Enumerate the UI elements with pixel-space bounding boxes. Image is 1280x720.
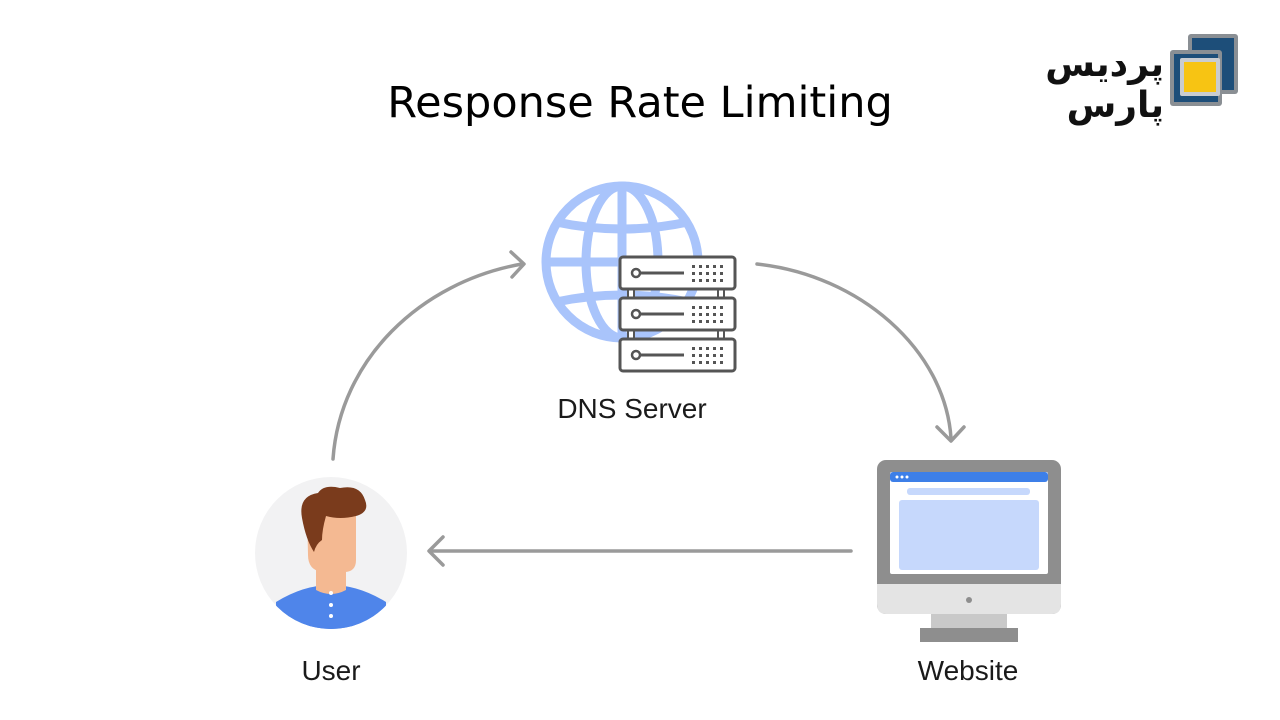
vent-dot (699, 306, 702, 309)
vent-dot (720, 265, 723, 268)
vent-dot (706, 313, 709, 316)
vent-dot (692, 313, 695, 316)
vent-dot (713, 279, 716, 282)
vent-dot (692, 279, 695, 282)
vent-dot (713, 313, 716, 316)
vent-dot (720, 306, 723, 309)
browser-content (899, 500, 1039, 570)
server-unit (618, 337, 737, 373)
arrow-website-to-user (427, 535, 853, 567)
vent-dot (713, 361, 716, 364)
vent-dot (699, 320, 702, 323)
vent-dot (692, 272, 695, 275)
vent-dot (692, 265, 695, 268)
vent-dot (699, 272, 702, 275)
vent-dot (699, 354, 702, 357)
brand-logo: پردیس پارس (948, 30, 1243, 126)
vent-dot (692, 347, 695, 350)
page-title: Response Rate Limiting (387, 78, 893, 128)
vent-dot (699, 313, 702, 316)
server-vent-dots (692, 265, 723, 364)
vent-dot (706, 361, 709, 364)
vent-dot (706, 354, 709, 357)
vent-dot (713, 320, 716, 323)
vent-dot (706, 272, 709, 275)
vent-dot (699, 265, 702, 268)
vent-dot (713, 272, 716, 275)
server-unit (618, 296, 737, 332)
vent-dot (692, 306, 695, 309)
vent-dot (699, 279, 702, 282)
vent-dot (706, 306, 709, 309)
vent-dot (692, 354, 695, 357)
website-label: Website (917, 655, 1019, 686)
vent-dot (713, 306, 716, 309)
vent-dot (720, 347, 723, 350)
vent-dot (706, 279, 709, 282)
vent-dot (713, 347, 716, 350)
user-label: User (301, 655, 361, 686)
vent-dot (713, 265, 716, 268)
pardis-pars-logo-icon (1170, 34, 1238, 106)
logo-text: پردیس پارس (1045, 44, 1164, 126)
browser-address-bar (907, 488, 1030, 495)
browser-title-bar (890, 472, 1048, 482)
monitor-icon (877, 460, 1061, 642)
server-rack-icon (618, 255, 737, 373)
vent-dot (720, 279, 723, 282)
vent-dot (706, 265, 709, 268)
vent-dot (713, 354, 716, 357)
dns-server-label: DNS Server (557, 393, 707, 424)
vent-dot (720, 313, 723, 316)
arrow-dns-to-website (755, 262, 966, 443)
user-avatar-icon (255, 477, 407, 629)
server-unit (618, 255, 737, 291)
vent-dot (720, 361, 723, 364)
vent-dot (720, 272, 723, 275)
arrow-user-to-dns (331, 250, 526, 461)
vent-dot (699, 361, 702, 364)
vent-dot (720, 320, 723, 323)
vent-dot (699, 347, 702, 350)
vent-dot (720, 354, 723, 357)
vent-dot (706, 320, 709, 323)
vent-dot (692, 361, 695, 364)
vent-dot (706, 347, 709, 350)
vent-dot (692, 320, 695, 323)
